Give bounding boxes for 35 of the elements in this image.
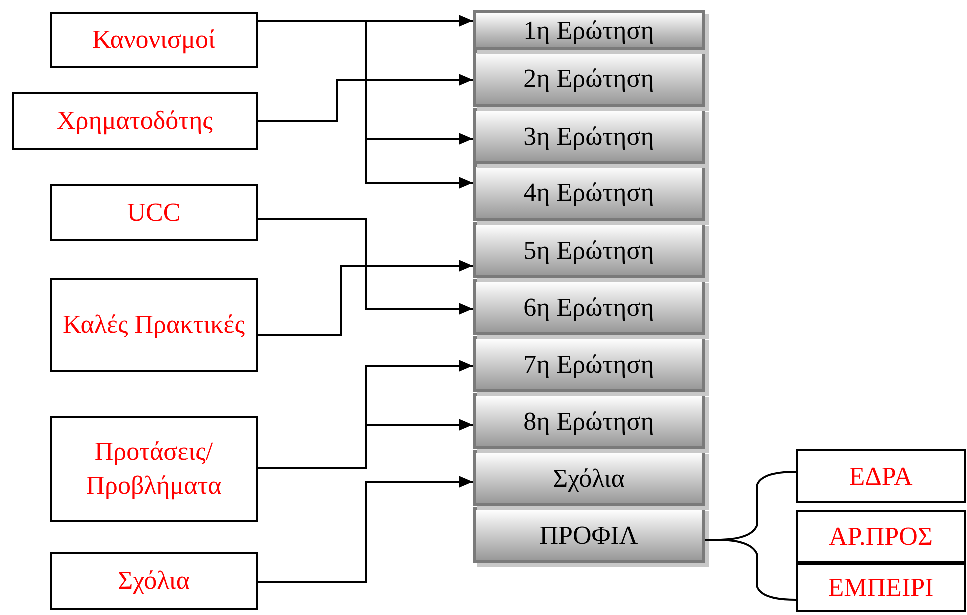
box-label: 8η Ερώτηση (524, 406, 654, 438)
box-label: Καλές Πρακτικές (63, 309, 245, 341)
source-box (50, 552, 258, 610)
box-label: 3η Ερώτηση (524, 120, 654, 152)
source-box (50, 278, 258, 372)
box-label: Σχόλια (118, 565, 190, 597)
source-box (50, 184, 258, 241)
profile-field-box (796, 563, 966, 612)
arrow (258, 20, 473, 189)
arrow (258, 419, 473, 469)
box-label: UCC (127, 196, 181, 228)
box-label: Προτάσεις/ Προβλήματα (85, 436, 223, 502)
box-label: 7η Ερώτηση (524, 348, 654, 380)
box-label: 1η Ερώτηση (524, 14, 654, 46)
arrow (258, 74, 473, 122)
box-label: Κανονισμοί (92, 24, 216, 56)
profile-field-box (796, 510, 966, 563)
curly-bracket (705, 539, 796, 601)
arrow (258, 218, 473, 315)
box-label: 2η Ερώτηση (524, 63, 654, 95)
source-box (50, 416, 258, 522)
box-label: ΕΔΡΑ (849, 460, 913, 492)
profile-field-box (796, 449, 966, 503)
box-label: 5η Ερώτηση (524, 234, 654, 266)
arrow (258, 260, 473, 336)
box-label: 4η Ερώτηση (524, 177, 654, 209)
box-label: ΠΡΟΦΙΛ (540, 520, 638, 552)
source-box (50, 12, 258, 68)
box-label: ΑΡ.ΠΡΟΣ (828, 521, 934, 553)
box-label: Σχόλια (552, 462, 625, 494)
source-box (12, 92, 258, 150)
box-label: ΕΜΠΕΙΡΙ (828, 572, 934, 604)
arrow (258, 476, 473, 583)
box-label: Χρηματοδότης (57, 105, 213, 137)
box-label: 6η Ερώτηση (524, 292, 654, 324)
